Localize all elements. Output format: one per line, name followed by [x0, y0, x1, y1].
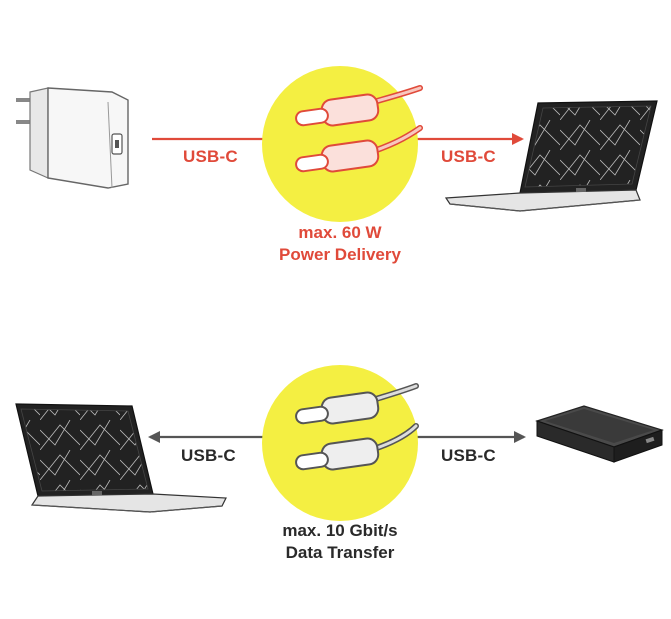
- caption-line-1: max. 60 W: [230, 222, 450, 244]
- power-delivery-caption: max. 60 W Power Delivery: [230, 222, 450, 266]
- usb-c-label-source: USB-C: [183, 147, 238, 167]
- power-adapter-icon: [16, 88, 128, 188]
- usb-c-label-drive: USB-C: [441, 446, 496, 466]
- external-drive-icon: [537, 406, 662, 462]
- usb-c-label-target: USB-C: [441, 147, 496, 167]
- data-transfer-caption: max. 10 Gbit/s Data Transfer: [230, 520, 450, 564]
- caption-line-2: Power Delivery: [230, 244, 450, 266]
- caption-line-1: max. 10 Gbit/s: [230, 520, 450, 542]
- usb-c-label-laptop: USB-C: [181, 446, 236, 466]
- caption-line-2: Data Transfer: [230, 542, 450, 564]
